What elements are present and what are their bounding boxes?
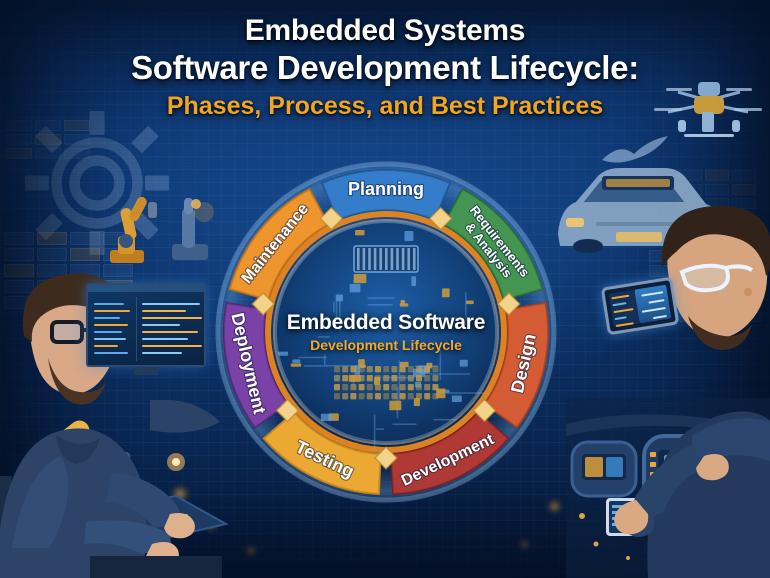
hub-circuit-trace <box>439 349 442 381</box>
wheel-segment-maintenance[interactable] <box>228 187 330 301</box>
wheel-segment-sheen <box>322 170 450 220</box>
hub-circuit-trace <box>429 373 471 375</box>
wheel-segment-sheen <box>229 189 329 300</box>
hub-circuit-trace <box>375 428 385 430</box>
hub-circuit-trace <box>326 364 358 367</box>
hub-circuit-trace <box>373 414 376 452</box>
wheel-connector-diamond <box>472 398 497 423</box>
wheel-segment-development[interactable] <box>390 410 510 495</box>
wheel-connector-diamond <box>251 291 276 317</box>
bokeh-light <box>520 540 529 549</box>
wheel-segment-planning[interactable] <box>320 169 452 222</box>
hub-pad-grid <box>334 366 439 400</box>
hub-circuit-trace <box>367 303 393 306</box>
hub-circuit-chip <box>412 368 426 377</box>
wheel-segment-sheen <box>224 302 288 428</box>
hub-circuit-trace <box>298 356 327 359</box>
hub-circuit-trace <box>317 336 330 338</box>
engineer-at-workstation <box>0 226 222 578</box>
hub-circuit-chip <box>292 359 301 363</box>
code-monitor-left <box>86 283 206 375</box>
wheel-segment-testing[interactable] <box>262 410 382 495</box>
hub-circuit-trace <box>335 301 338 319</box>
headline-line-3: Phases, Process, and Best Practices <box>166 92 604 121</box>
engineer-with-tablet <box>596 205 770 578</box>
hub-circuit-chip <box>349 283 361 293</box>
hub-circuit-trace <box>465 292 467 326</box>
hub-circuit-trace <box>304 365 328 367</box>
hub-circuit-chip <box>373 376 381 385</box>
poster-headline: Embedded Systems Software Development Li… <box>0 14 770 121</box>
hub-circuit-trace <box>324 354 326 366</box>
hub-circuit-chip <box>278 351 289 356</box>
wheel-connector-diamond <box>428 206 453 231</box>
hub-circuit-chip <box>442 288 450 298</box>
hub-circuit-trace <box>334 316 337 331</box>
wheel-segment-design[interactable] <box>483 301 549 429</box>
wheel-segment-sheen <box>484 302 548 428</box>
hub-circuit-chip <box>399 303 409 307</box>
hub-circuit-chip <box>399 361 409 368</box>
hub-circuit-chip <box>355 230 365 236</box>
hub-circuit-trace <box>357 322 377 324</box>
hub-circuit-trace <box>392 423 417 426</box>
hub-circuit-chip <box>389 400 402 411</box>
wheel-segment-sheen <box>263 412 381 494</box>
hub-circuit-chip <box>459 359 468 367</box>
quadcopter-drone <box>648 64 768 150</box>
hub-processor-icon <box>353 245 419 273</box>
wheel-segment-deployment[interactable] <box>223 301 289 429</box>
hub-circuit-trace <box>333 301 335 313</box>
hub-circuit-trace <box>446 392 485 394</box>
hub-circuit-trace <box>367 297 395 299</box>
factory-robot-arms <box>96 178 226 268</box>
bokeh-light <box>548 500 561 513</box>
hud-panel-cluster-topleft <box>6 120 90 159</box>
wheel-segment-requirements[interactable] <box>442 187 544 301</box>
headline-line-1: Embedded Systems <box>244 14 526 47</box>
hub-circuit-chip <box>290 363 302 367</box>
hub-circuit-chip <box>404 231 414 241</box>
wheel-segment-label-planning: Planning <box>348 179 424 199</box>
hub-circuit-trace <box>433 418 457 421</box>
hub-circuit-trace <box>338 297 341 332</box>
hub-circuit-chip <box>411 276 417 287</box>
wheel-segment-sheen <box>443 189 543 300</box>
gear-watermark-icon <box>22 108 172 258</box>
hub-circuit-trace <box>435 317 459 320</box>
hub-circuit-chip <box>335 294 344 302</box>
wheel-connector-diamond <box>496 291 521 317</box>
wheel-connector-diamond <box>275 398 300 423</box>
bird-silhouette <box>600 134 670 168</box>
headline-line-2: Software Development Lifecycle: <box>131 48 639 86</box>
hub-circuit-chip <box>320 413 333 422</box>
wheel-connector-diamond <box>319 206 344 231</box>
hub-circuit-chip <box>436 388 446 399</box>
hub-circuit-chip <box>451 395 462 402</box>
bokeh-light <box>246 546 256 556</box>
hub-circuit-chip <box>414 381 422 388</box>
hub-circuit-chip <box>359 364 366 368</box>
hub-circuit-chip <box>348 374 361 382</box>
hub-circuit-chip <box>400 300 405 304</box>
hub-circuit-trace <box>382 376 416 379</box>
wheel-segment-sheen <box>391 412 509 494</box>
hub-circuit-chip <box>466 300 474 305</box>
hub-circuit-chip <box>353 273 367 284</box>
wheel-connector-diamond <box>373 445 399 471</box>
hub-circuit-chip <box>413 397 420 407</box>
